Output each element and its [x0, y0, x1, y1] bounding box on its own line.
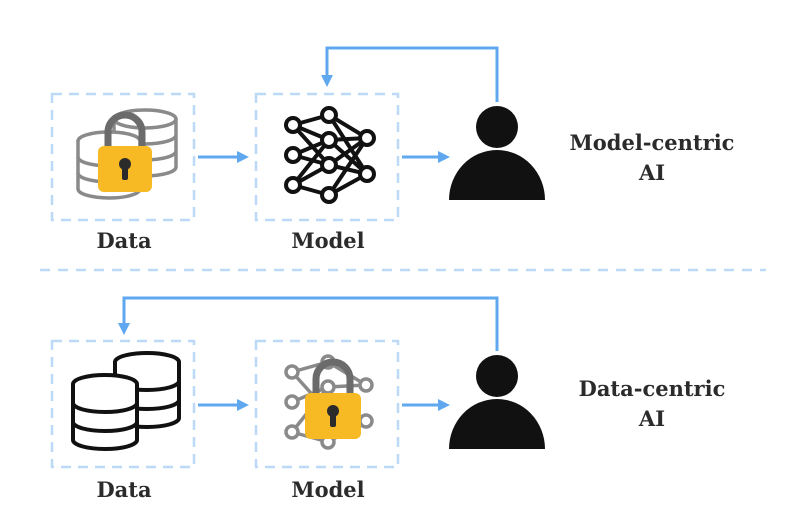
top-data-label: Data — [96, 228, 152, 253]
bottom-model-box — [254, 339, 400, 469]
neural-network-icon — [284, 106, 376, 204]
user-icon — [449, 355, 545, 449]
top-title-line2: AI — [638, 160, 666, 185]
top-model-box — [254, 92, 400, 222]
bottom-title-line1: Data-centric — [578, 376, 726, 401]
lock-icon — [305, 358, 361, 439]
user-icon — [449, 106, 545, 200]
top-model-label: Model — [291, 228, 365, 253]
bottom-row-title: Data-centric AI — [579, 374, 726, 434]
feedback-arrow-icon — [118, 296, 499, 351]
bottom-data-box — [50, 339, 196, 469]
top-data-box — [50, 92, 196, 222]
feedback-arrow-icon — [321, 46, 499, 102]
bottom-data-label: Data — [96, 477, 152, 502]
top-title-line1: Model-centric — [569, 130, 735, 155]
lock-icon — [98, 111, 152, 192]
bottom-model-label: Model — [291, 477, 365, 502]
top-row-title: Model-centric AI — [570, 128, 735, 188]
bottom-title-line2: AI — [638, 406, 666, 431]
database-icon — [71, 351, 181, 451]
